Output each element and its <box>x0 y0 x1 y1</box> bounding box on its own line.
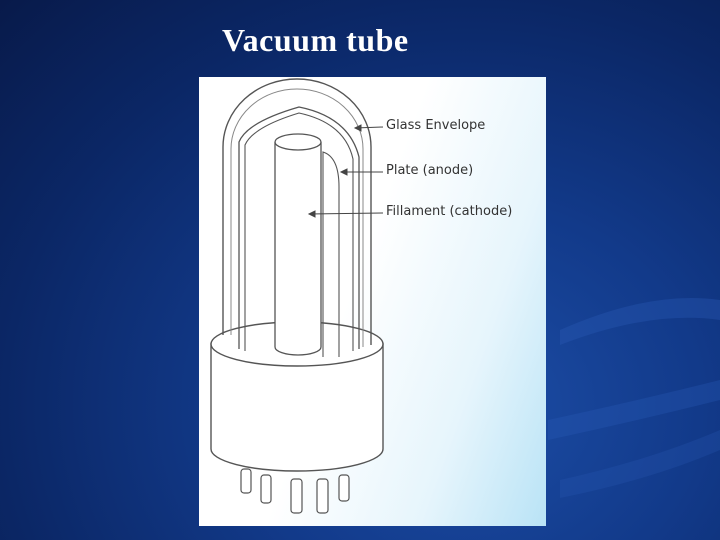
filament-cathode-label: Fillament (cathode) <box>386 204 513 219</box>
plate-anode-label: Plate (anode) <box>386 163 474 178</box>
vacuum-tube-diagram: Glass Envelope Plate (anode) Fillament (… <box>199 77 546 526</box>
filament-cathode <box>274 133 322 356</box>
glass-envelope <box>222 78 372 345</box>
callout-arrows <box>307 124 384 218</box>
plate-anode <box>238 106 360 357</box>
glass-envelope-label: Glass Envelope <box>386 118 486 133</box>
tube-pins <box>240 468 350 514</box>
slide-title: Vacuum tube <box>222 22 409 58</box>
